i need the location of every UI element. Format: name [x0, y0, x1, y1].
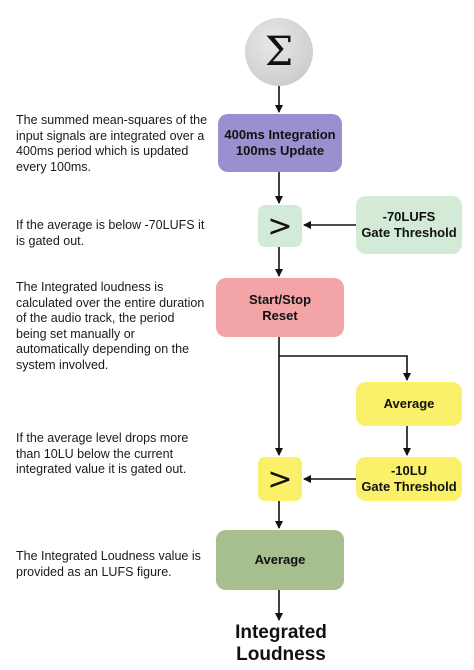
- integration-box: 400ms Integration 100ms Update: [218, 114, 342, 172]
- start-stop-line1: Start/Stop: [248, 291, 312, 307]
- rel-threshold-line2: Gate Threshold: [361, 479, 457, 494]
- gate-comparator-1: >: [258, 205, 302, 247]
- abs-threshold-line2: Gate Threshold: [361, 225, 457, 240]
- arrow-branch-to-average: [279, 355, 411, 381]
- desc-integration: The summed mean-squares of the input sig…: [16, 113, 208, 174]
- abs-threshold-line1: -70LUFS: [382, 209, 436, 224]
- desc-integrated: The Integrated loudness is calculated ov…: [16, 280, 205, 372]
- output-line1: Integrated: [235, 622, 327, 643]
- desc-output: The Integrated Loudness value is provide…: [16, 549, 201, 579]
- rel-threshold-box: -10LU Gate Threshold: [356, 457, 462, 501]
- sigma-summation-node: Σ: [245, 18, 313, 86]
- integrated-loudness-output: Integrated Loudness: [196, 622, 366, 666]
- output-line2: Loudness: [236, 644, 326, 665]
- average-right-box: Average: [356, 382, 462, 426]
- abs-threshold-box: -70LUFS Gate Threshold: [356, 196, 462, 254]
- desc-absolute-gate: If the average is below -70LUFS it is ga…: [16, 218, 205, 248]
- average-main-label: Average: [254, 552, 306, 567]
- start-stop-line2: Reset: [262, 307, 298, 323]
- desc-relative-gate: If the average level drops more than 10L…: [16, 431, 189, 476]
- integration-line1: 400ms Integration: [224, 127, 336, 142]
- gate-comparator-2: >: [258, 457, 302, 501]
- average-right-label: Average: [383, 396, 435, 411]
- rel-threshold-line1: -10LU: [390, 463, 428, 478]
- integration-line2: 100ms Update: [235, 143, 325, 158]
- start-stop-box: Start/Stop Reset: [216, 278, 344, 337]
- average-main-box: Average: [216, 530, 344, 590]
